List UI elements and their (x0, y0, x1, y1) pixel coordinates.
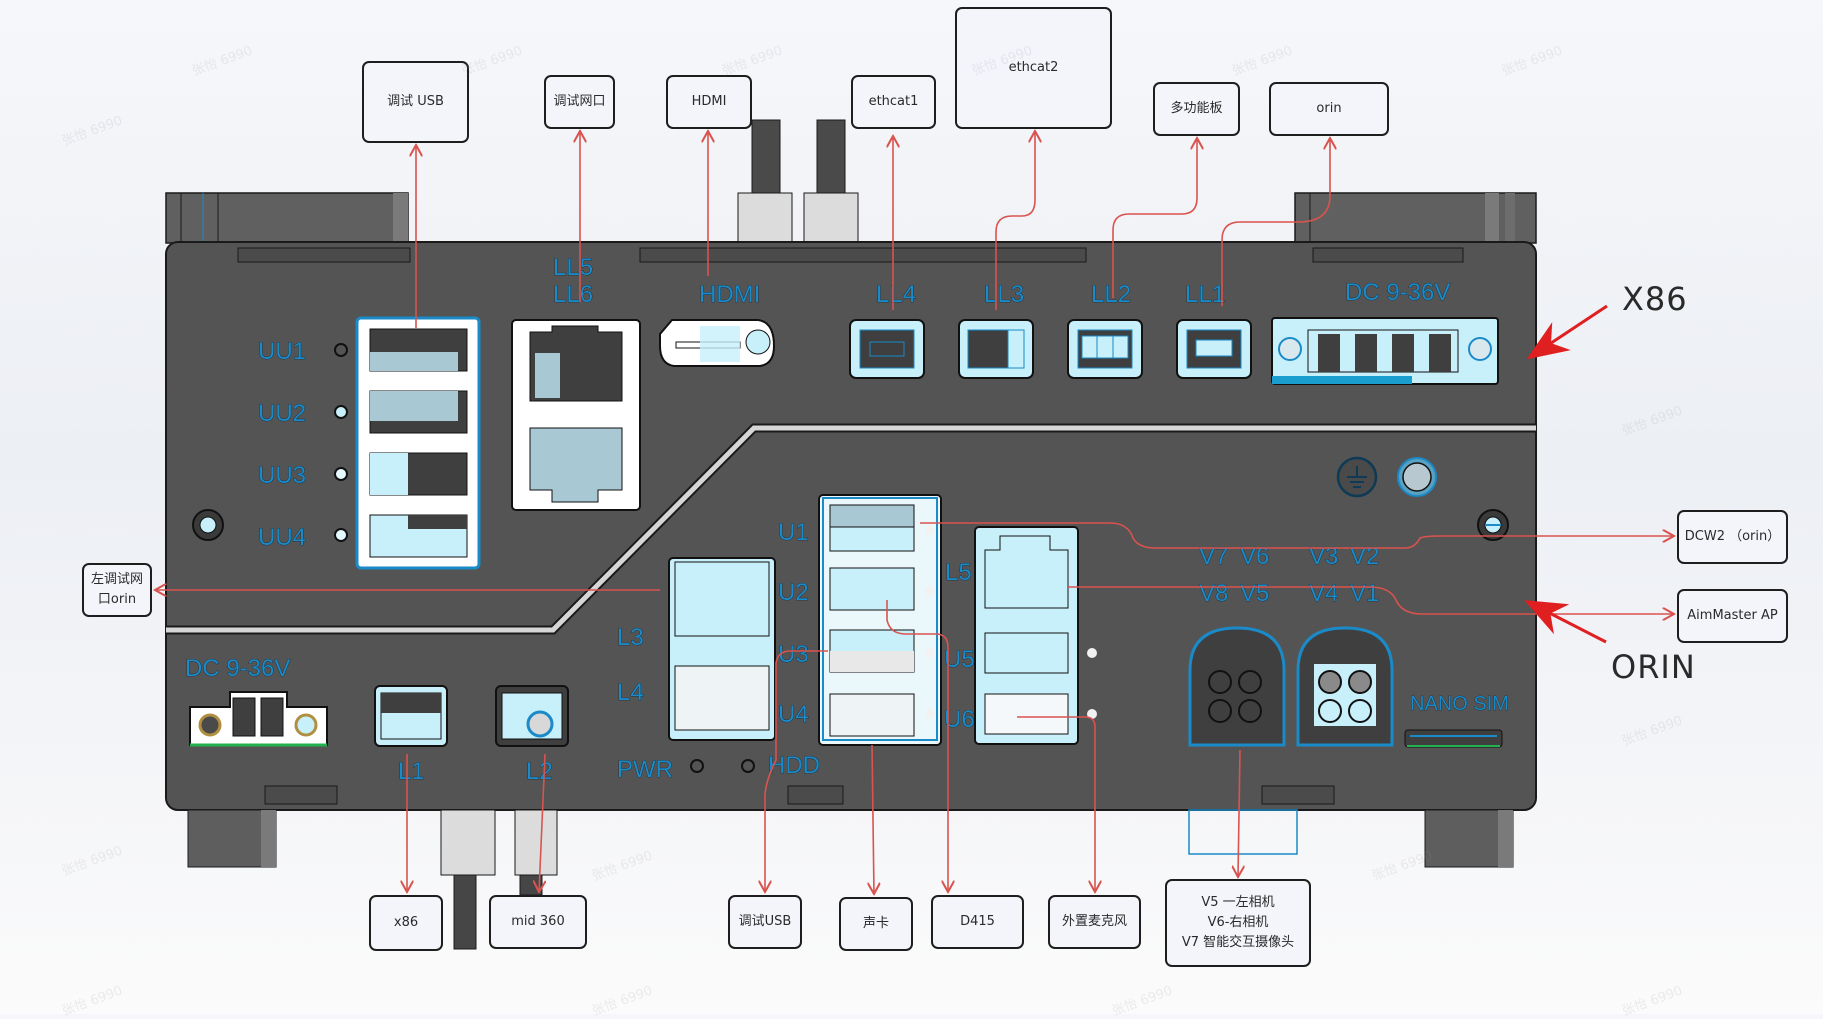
label-l4: L4 (617, 679, 644, 706)
dc-terminal-bottom[interactable] (189, 691, 328, 747)
label-u4: U4 (778, 701, 809, 728)
label-l5: L5 (945, 559, 972, 586)
top-right-bracket (1294, 192, 1537, 244)
port-ll4[interactable] (849, 319, 925, 379)
label-v7: V7 (1199, 543, 1228, 570)
callout-dcw2: DCW2 （orin） (1677, 510, 1788, 564)
camera-connector-right[interactable] (1296, 626, 1394, 747)
label-v4: V4 (1309, 580, 1338, 607)
label-v6: V6 (1240, 543, 1269, 570)
silkscreen-labels: UU1 UU2 UU3 UU4 LL5 LL6 HDMI LL4 LL3 LL2… (185, 254, 1510, 786)
label-uu4: UU4 (258, 524, 306, 551)
label-v5: V5 (1240, 580, 1269, 607)
label-l2: L2 (526, 758, 553, 785)
label-v8: V8 (1199, 580, 1228, 607)
rj45-usb-stack-l5-u5-u6[interactable] (974, 526, 1079, 745)
dc-terminal-top[interactable] (1271, 317, 1499, 385)
label-ll4: LL4 (876, 281, 916, 308)
usb-stack-uu[interactable] (355, 316, 481, 570)
rj45-stack-l3-l4[interactable] (668, 557, 776, 741)
port-ll1[interactable] (1176, 319, 1252, 379)
label-uu2: UU2 (258, 400, 306, 427)
leader-orin (1221, 138, 1330, 306)
label-ll1: LL1 (1185, 281, 1225, 308)
port-l2[interactable] (495, 685, 569, 747)
nano-sim-slot[interactable] (1404, 729, 1503, 748)
leader-cameras (1238, 749, 1240, 877)
callout-debug-usb-2: 调试USB (728, 895, 802, 949)
port-ll3[interactable] (958, 319, 1034, 379)
leader-d415 (886, 600, 948, 892)
camera-connector-left[interactable] (1188, 626, 1286, 747)
label-l1: L1 (398, 758, 425, 785)
x86-label: X86 (1622, 280, 1688, 318)
label-ll2: LL2 (1091, 281, 1131, 308)
callout-mid360: mid 360 (489, 895, 587, 949)
callout-aimmaster: AimMaster AP (1677, 589, 1788, 643)
leader-dcw2 (920, 522, 1674, 549)
label-pwr: PWR (617, 756, 673, 783)
leader-debug-usb-2 (765, 650, 828, 892)
callout-x86: x86 (369, 895, 443, 951)
callout-multi-board: 多功能板 (1153, 82, 1240, 136)
label-nano-sim: NANO SIM (1410, 693, 1509, 715)
label-dc-bottom: DC 9-36V (185, 655, 290, 682)
leader-multi-board (1112, 138, 1197, 298)
leader-mid360 (539, 753, 545, 892)
port-l1[interactable] (374, 685, 448, 747)
top-cable-stubs (737, 119, 859, 244)
label-hdmi: HDMI (699, 281, 760, 308)
leader-lines (155, 131, 1674, 894)
orin-label: ORIN (1611, 648, 1696, 686)
label-u1: U1 (778, 519, 809, 546)
ground-terminal (1336, 456, 1378, 498)
top-left-bracket (165, 192, 409, 244)
callout-d415: D415 (931, 895, 1024, 949)
label-u5: U5 (944, 646, 975, 673)
label-v1: V1 (1350, 580, 1379, 607)
side-arrows (1524, 304, 1608, 644)
hdmi-port[interactable] (659, 319, 776, 367)
label-u3: U3 (778, 641, 809, 668)
label-v2: V2 (1350, 543, 1379, 570)
port-ll2[interactable] (1067, 319, 1143, 379)
leader-ethcat2 (995, 131, 1035, 310)
label-v3: V3 (1309, 543, 1338, 570)
antenna-port[interactable] (1397, 457, 1437, 497)
leader-sound-card (872, 744, 874, 894)
callout-debug-usb: 调试 USB (362, 61, 469, 143)
orin-arrow (1524, 600, 1607, 644)
callout-ext-mic: 外置麦克风 (1048, 895, 1141, 949)
label-ll3: LL3 (984, 281, 1024, 308)
u5-u6-led-indicators (1087, 648, 1097, 719)
uu-led-indicators (334, 343, 348, 542)
callout-sound-card: 声卡 (839, 897, 913, 951)
label-ll5: LL5 (553, 254, 593, 281)
status-leds (690, 759, 755, 773)
mounting-screw-left (192, 509, 224, 541)
mounting-screw-right (1477, 509, 1509, 541)
usb-stack-u[interactable] (818, 494, 942, 746)
callout-hdmi: HDMI (666, 75, 752, 129)
callout-ethcat2: ethcat2 (955, 7, 1112, 129)
label-l3: L3 (617, 624, 644, 651)
label-uu1: UU1 (258, 338, 306, 365)
callout-debug-net: 调试网口 (544, 75, 615, 129)
callout-ethcat1: ethcat1 (851, 75, 936, 129)
callout-cameras: V5 一左相机 V6-右相机 V7 智能交互摄像头 (1165, 879, 1311, 967)
callout-orin: orin (1269, 82, 1389, 136)
label-u6: U6 (944, 706, 975, 733)
leader-ext-mic (1017, 716, 1095, 892)
rj45-stack-ll5-ll6[interactable] (511, 319, 641, 511)
label-u2: U2 (778, 579, 809, 606)
label-dc-top: DC 9-36V (1345, 279, 1450, 306)
label-ll6: LL6 (553, 281, 593, 308)
callout-left-debug-net: 左调试网 口orin (82, 563, 152, 617)
label-uu3: UU3 (258, 462, 306, 489)
u-led-indicators (925, 525, 935, 719)
leader-aimmaster (1068, 586, 1674, 614)
bottom-feet (187, 809, 1514, 950)
x86-arrow (1526, 304, 1608, 360)
